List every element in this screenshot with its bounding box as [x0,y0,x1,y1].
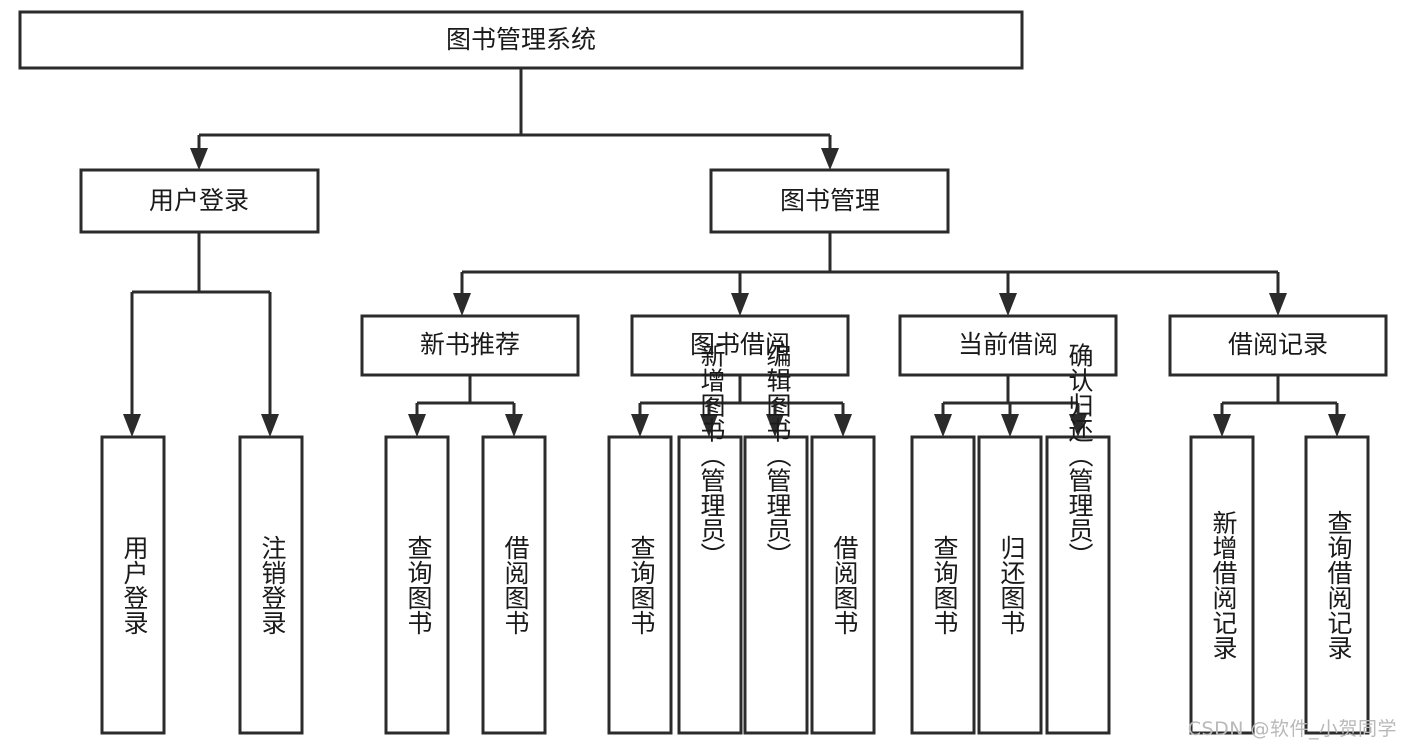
node-root-label: 图书管理系统 [446,25,596,54]
arrowhead-new-book-recommend [453,293,471,316]
node-new-book-recommend-label: 新书推荐 [420,330,520,359]
node-leaf-borrow-book-2-label: 借阅图书 [830,535,859,635]
node-book-borrow-box[interactable] [630,314,850,377]
arrowhead-leaf-edit-book [766,414,784,437]
arrowhead-leaf-add-record [1213,414,1231,437]
node-leaf-add-record[interactable]: 新增借阅记录 [1189,435,1255,735]
node-book-management-label: 图书管理 [780,186,880,215]
node-book-management[interactable]: 图书管理 [709,168,950,234]
node-leaf-query-book-3-box[interactable] [910,435,976,735]
node-user-login-label: 用户登录 [149,186,249,215]
node-leaf-query-book-2-box[interactable] [607,435,673,735]
edge-layer [123,68,1346,437]
node-leaf-return-book[interactable]: 归还图书 [977,435,1043,735]
node-leaf-confirm-return-box[interactable] [1045,435,1111,735]
arrowhead-leaf-query-book-1 [408,414,426,437]
node-leaf-query-book-2[interactable]: 查询图书 [607,435,673,735]
arrowhead-borrow-record [1269,293,1287,316]
node-leaf-query-book-3-label: 查询图书 [930,535,959,635]
arrowhead-leaf-add-book [700,414,718,437]
arrowhead-book-management [821,148,839,170]
node-leaf-confirm-return[interactable]: 确认归还（管理员） [1045,343,1111,735]
node-leaf-add-book-box[interactable] [677,435,743,735]
node-new-book-recommend[interactable]: 新书推荐 [360,314,580,377]
node-leaf-borrow-book-1-label: 借阅图书 [501,535,530,635]
node-root[interactable]: 图书管理系统 [18,10,1024,70]
arrowhead-leaf-user-login [123,414,141,437]
node-leaf-edit-book-box[interactable] [743,435,809,735]
node-leaf-query-book-1-box[interactable] [384,435,450,735]
node-leaf-query-book-3[interactable]: 查询图书 [910,435,976,735]
arrowhead-user-login [190,148,208,170]
node-leaf-add-book-label: 新增图书（管理员） [697,343,726,568]
node-leaf-query-record[interactable]: 查询借阅记录 [1304,435,1370,735]
node-leaf-user-login[interactable]: 用户登录 [100,435,166,735]
node-leaf-logout-label: 注销登录 [258,535,287,635]
node-leaf-logout[interactable]: 注销登录 [238,435,304,735]
node-leaf-user-login-label: 用户登录 [120,535,149,635]
arrowhead-leaf-query-book-3 [934,414,952,437]
node-leaf-edit-book[interactable]: 编辑图书（管理员） [743,343,809,735]
node-book-borrow-label: 图书借阅 [690,330,790,359]
node-leaf-edit-book-label: 编辑图书（管理员） [763,343,792,568]
node-borrow-record-box[interactable] [1168,314,1388,377]
arrowhead-leaf-borrow-book-2 [834,414,852,437]
node-leaf-return-book-box[interactable] [977,435,1043,735]
node-leaf-query-record-label: 查询借阅记录 [1324,510,1353,660]
node-user-login-box[interactable] [79,168,320,234]
node-leaf-confirm-return-label: 确认归还（管理员） [1065,343,1094,568]
node-leaf-add-record-box[interactable] [1189,435,1255,735]
node-book-borrow[interactable]: 图书借阅 [630,314,850,377]
node-leaf-return-book-label: 归还图书 [997,535,1026,635]
node-current-borrow-box[interactable] [898,314,1118,377]
node-user-login[interactable]: 用户登录 [79,168,320,234]
arrowhead-leaf-return-book [1001,414,1019,437]
node-borrow-record-label: 借阅记录 [1228,330,1328,359]
node-borrow-record[interactable]: 借阅记录 [1168,314,1388,377]
node-root-box[interactable] [18,10,1024,70]
node-leaf-borrow-book-2-box[interactable] [810,435,876,735]
arrowhead-leaf-borrow-book-1 [505,414,523,437]
arrowhead-leaf-query-record [1328,414,1346,437]
node-leaf-query-book-2-label: 查询图书 [627,535,656,635]
node-leaf-add-book[interactable]: 新增图书（管理员） [677,343,743,735]
arrowhead-leaf-query-book-2 [631,414,649,437]
arrowhead-leaf-logout [261,414,279,437]
node-leaf-query-book-1[interactable]: 查询图书 [384,435,450,735]
arrowhead-leaf-confirm-return [1069,414,1087,437]
node-leaf-query-record-box[interactable] [1304,435,1370,735]
node-leaf-logout-box[interactable] [238,435,304,735]
arrowhead-book-borrow [731,293,749,316]
node-leaf-borrow-book-1[interactable]: 借阅图书 [481,435,547,735]
node-leaf-user-login-box[interactable] [100,435,166,735]
node-current-borrow-label: 当前借阅 [958,330,1058,359]
node-current-borrow[interactable]: 当前借阅 [898,314,1118,377]
arrowhead-current-borrow [999,293,1017,316]
node-leaf-add-record-label: 新增借阅记录 [1209,510,1238,660]
node-leaf-borrow-book-1-box[interactable] [481,435,547,735]
node-leaf-borrow-book-2[interactable]: 借阅图书 [810,435,876,735]
node-book-management-box[interactable] [709,168,950,234]
node-new-book-recommend-box[interactable] [360,314,580,377]
node-leaf-query-book-1-label: 查询图书 [404,535,433,635]
